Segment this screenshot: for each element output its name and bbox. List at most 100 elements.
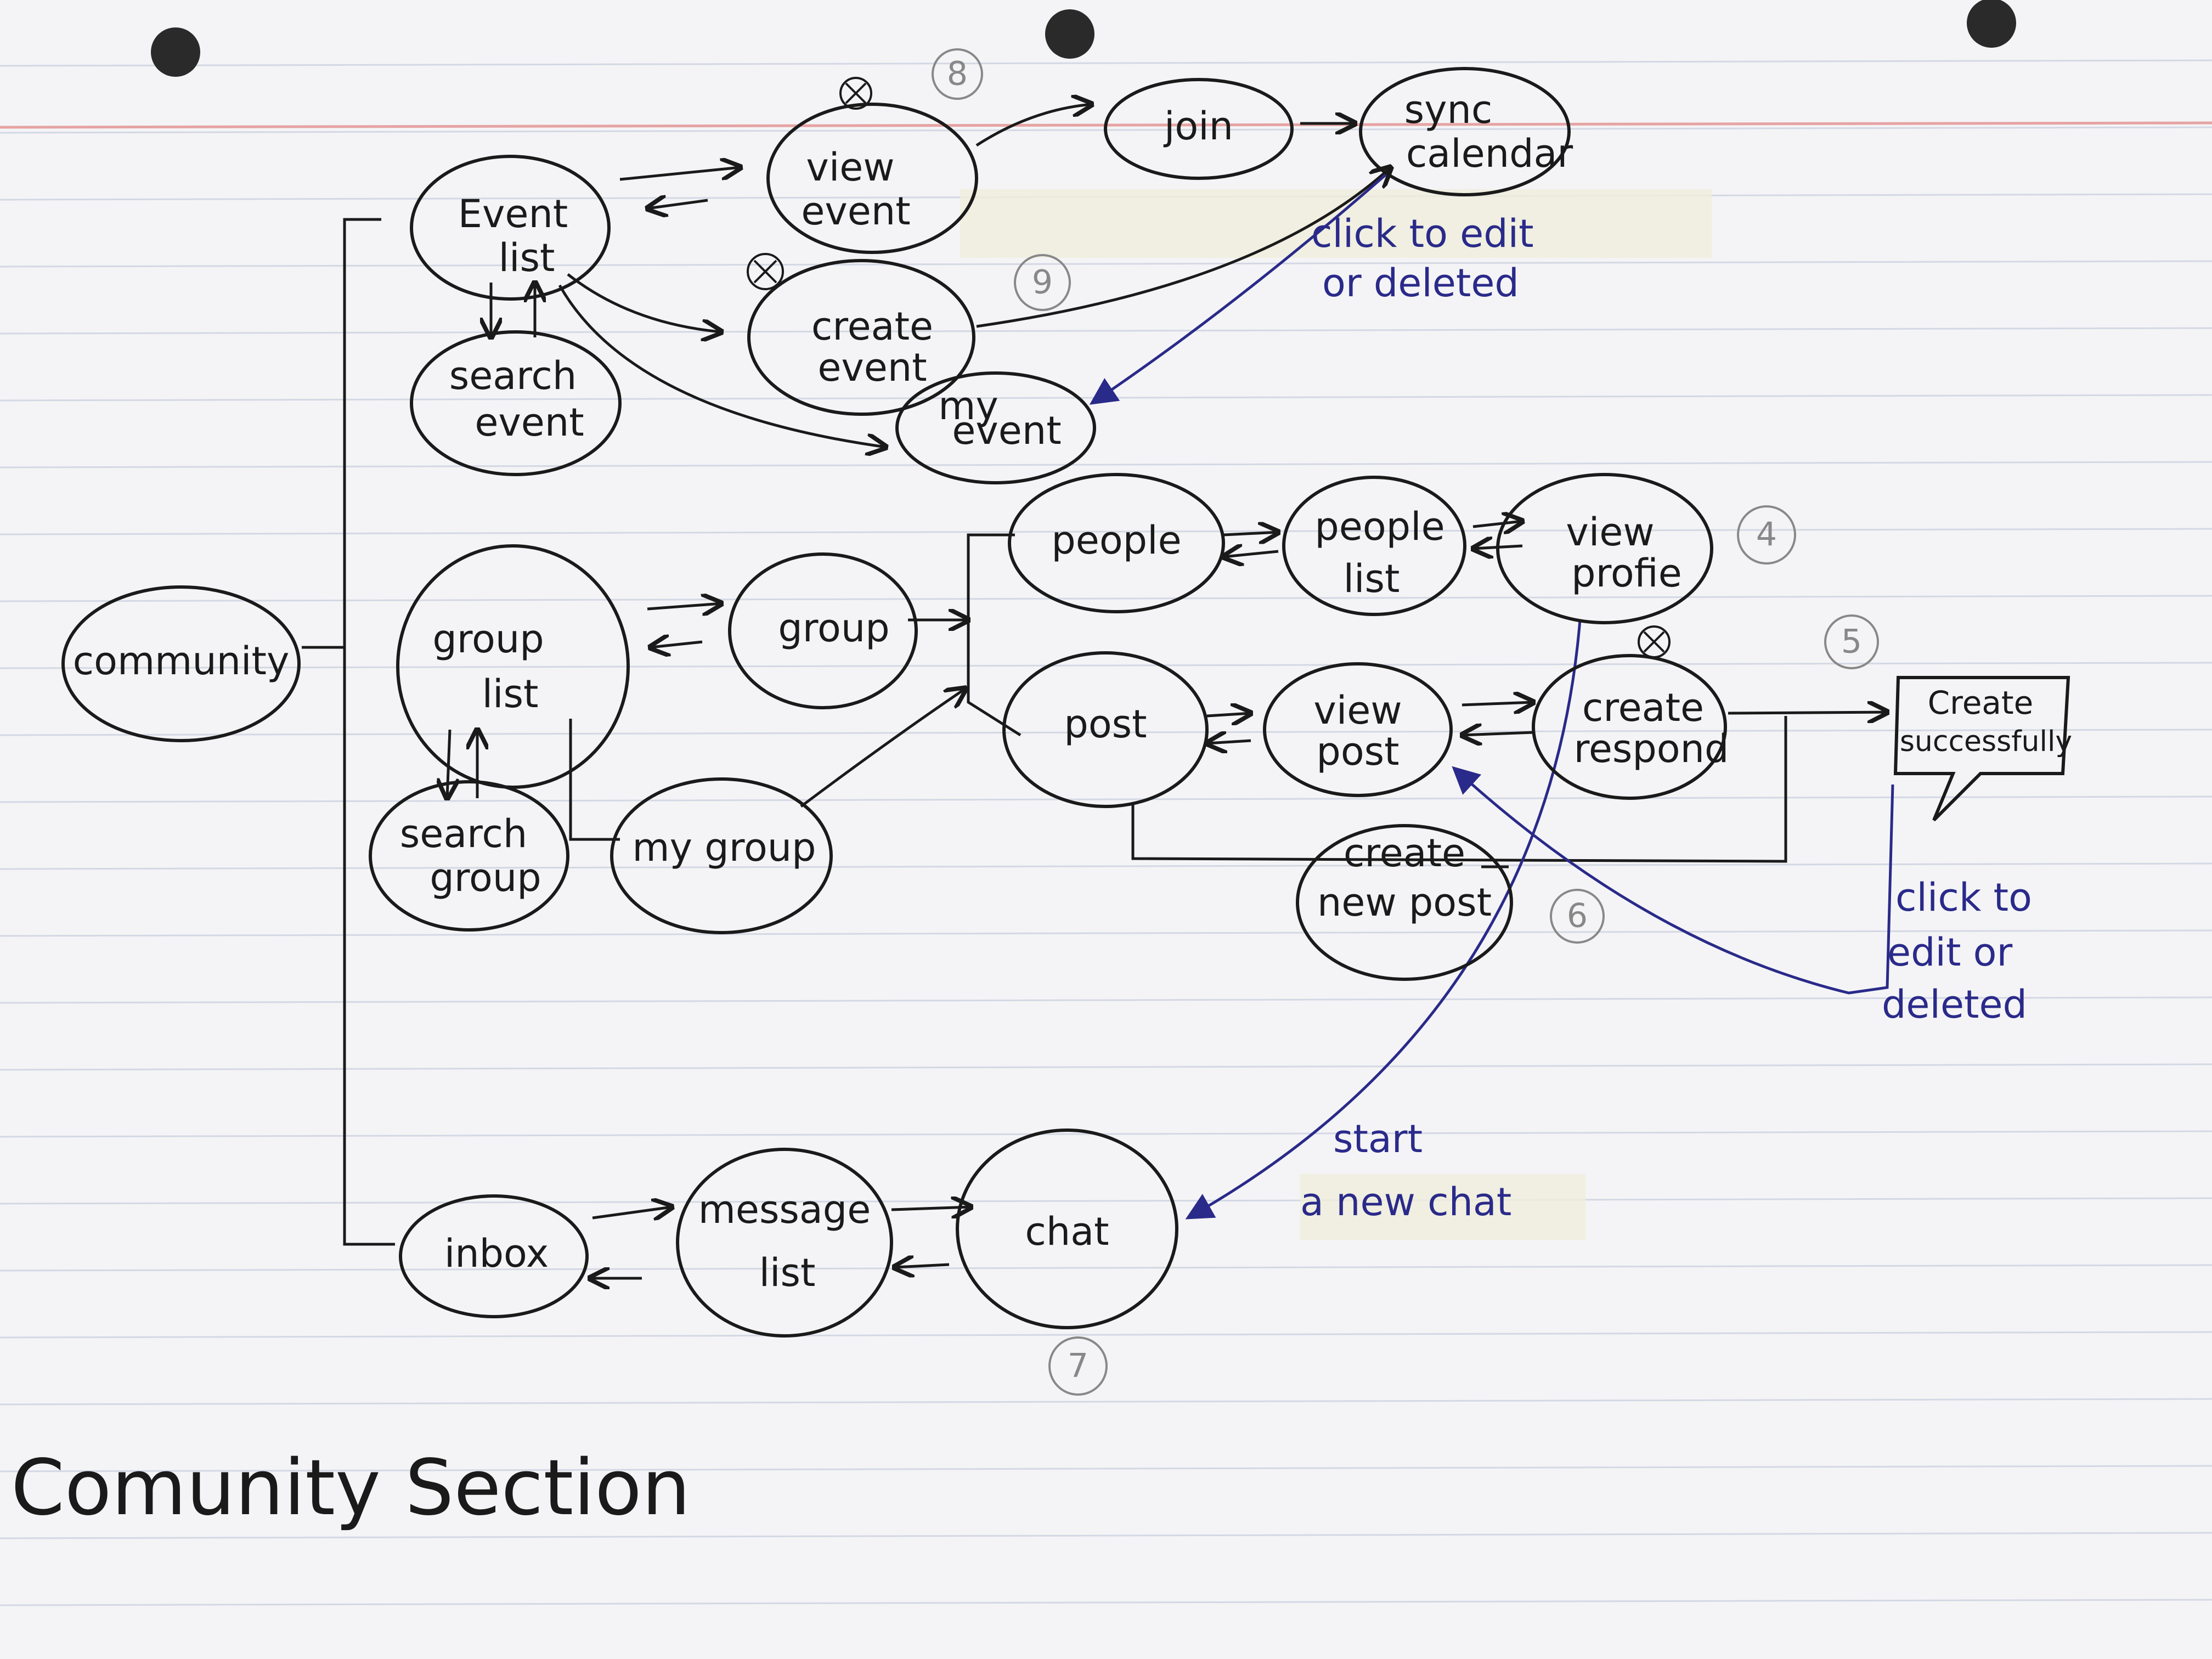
svg-text:event: event	[817, 345, 927, 390]
badge-5: 5	[1824, 614, 1879, 669]
svg-text:view: view	[1313, 688, 1402, 733]
node-create-successfully: Create successfully	[1893, 676, 2072, 822]
svg-text:click to: click to	[1895, 875, 2032, 920]
paper-rule-line	[0, 1264, 2212, 1272]
note-click-edit-post: click to edit or deleted	[1882, 875, 2032, 1027]
node-people-list: people list	[1282, 476, 1466, 616]
svg-text:calendar: calendar	[1406, 131, 1573, 176]
node-event-list: Event list	[410, 155, 611, 301]
paper-rule-line	[0, 1465, 2212, 1472]
svg-text:5: 5	[1841, 623, 1862, 661]
node-create-respond: create respond	[1532, 654, 1729, 800]
svg-text:a new chat: a new chat	[1300, 1180, 1511, 1224]
svg-text:deleted: deleted	[1882, 982, 2027, 1027]
svg-text:people: people	[1314, 504, 1444, 549]
svg-text:Event: Event	[458, 191, 568, 236]
svg-text:click to edit: click to edit	[1311, 211, 1534, 256]
svg-text:list: list	[1344, 556, 1400, 601]
node-create-new-post: create new post	[1296, 824, 1513, 981]
badge-4: 4	[1737, 505, 1796, 565]
svg-text:create: create	[811, 304, 933, 349]
svg-text:group: group	[432, 617, 544, 662]
svg-text:list: list	[482, 672, 539, 716]
paper-rule-line	[0, 528, 2212, 535]
x-mark-icon	[747, 253, 784, 290]
node-create-event: create event	[747, 259, 975, 416]
svg-text:view: view	[1566, 510, 1654, 555]
node-group: group	[728, 552, 918, 709]
tape-strip	[960, 189, 1712, 258]
svg-text:or deleted: or deleted	[1322, 261, 1519, 306]
svg-text:Comunity Section: Comunity Section	[11, 1443, 691, 1533]
node-inbox: inbox	[399, 1194, 589, 1318]
svg-text:join: join	[1163, 104, 1233, 149]
svg-text:group: group	[778, 606, 889, 651]
svg-text:my group: my group	[632, 825, 816, 870]
note-start-new-chat: start a new chat	[1300, 1116, 1511, 1224]
node-view-profile: view profie	[1496, 473, 1713, 624]
svg-text:9: 9	[1032, 263, 1053, 302]
svg-text:event: event	[801, 189, 910, 234]
paper-rules	[0, 59, 2212, 1606]
svg-text:search: search	[449, 353, 577, 398]
svg-text:create: create	[1344, 831, 1465, 876]
paper-rule-line	[0, 862, 2212, 870]
note-click-edit-event: click to edit or deleted	[1311, 211, 1534, 306]
badge-6: 6	[1550, 889, 1605, 944]
svg-text:event: event	[952, 408, 1061, 453]
node-post: post	[1002, 651, 1209, 808]
svg-text:chat: chat	[1025, 1209, 1109, 1254]
node-my-group: my group	[610, 777, 833, 934]
paper-rule-line	[0, 929, 2212, 937]
svg-text:list: list	[499, 235, 555, 280]
node-group-list: group list	[396, 544, 630, 789]
svg-text:my: my	[938, 383, 998, 428]
svg-text:group: group	[430, 855, 541, 900]
paper-rule-line	[0, 1197, 2212, 1205]
svg-text:search: search	[400, 811, 528, 856]
binder-holes	[151, 0, 2016, 77]
svg-text:list: list	[759, 1250, 816, 1295]
svg-text:edit or: edit or	[1887, 930, 2012, 975]
node-search-event: search event	[410, 330, 622, 476]
node-view-event: view event	[766, 103, 978, 254]
badge-7: 7	[1048, 1336, 1108, 1396]
paper-rule-line	[0, 394, 2212, 402]
x-mark-icon	[1638, 625, 1671, 658]
paper-rule-line	[0, 662, 2212, 669]
paper-rule-line	[0, 1599, 2212, 1606]
connectors	[302, 104, 1894, 1278]
svg-text:successfully: successfully	[1900, 725, 2072, 758]
svg-text:6: 6	[1567, 897, 1588, 935]
x-mark-icon	[839, 77, 872, 110]
paper-rule-line	[0, 461, 2212, 469]
node-my-event: my event	[895, 371, 1096, 484]
svg-text:post: post	[1316, 729, 1399, 774]
paper-rule-line	[0, 729, 2212, 736]
svg-text:respond: respond	[1574, 726, 1729, 771]
paper-rule-line	[0, 996, 2212, 1004]
svg-text:view: view	[806, 145, 894, 190]
svg-text:start: start	[1333, 1116, 1423, 1161]
paper-rule-line	[0, 1532, 2212, 1539]
badge-8: 8	[932, 48, 983, 100]
svg-text:profie: profie	[1571, 551, 1682, 596]
badge-9: 9	[1014, 254, 1071, 311]
paper-rule-line	[0, 595, 2212, 602]
node-search-group: search group	[369, 780, 569, 932]
page-title: Comunity Section	[11, 1443, 691, 1533]
svg-text:community: community	[73, 639, 290, 684]
paper-rule-line	[0, 795, 2212, 803]
paper-rule-line	[0, 1063, 2212, 1071]
paper-rule-line	[0, 260, 2212, 268]
node-join: join	[1104, 78, 1294, 180]
paper-rule-line	[0, 59, 2212, 67]
svg-text:sync: sync	[1404, 87, 1493, 132]
node-community: community	[61, 585, 301, 742]
svg-text:message: message	[698, 1187, 871, 1232]
paper-rule-line	[0, 1331, 2212, 1339]
svg-text:event: event	[475, 400, 584, 445]
svg-text:7: 7	[1068, 1347, 1088, 1385]
paper-rule-line	[0, 327, 2212, 335]
svg-text:inbox: inbox	[444, 1231, 549, 1276]
